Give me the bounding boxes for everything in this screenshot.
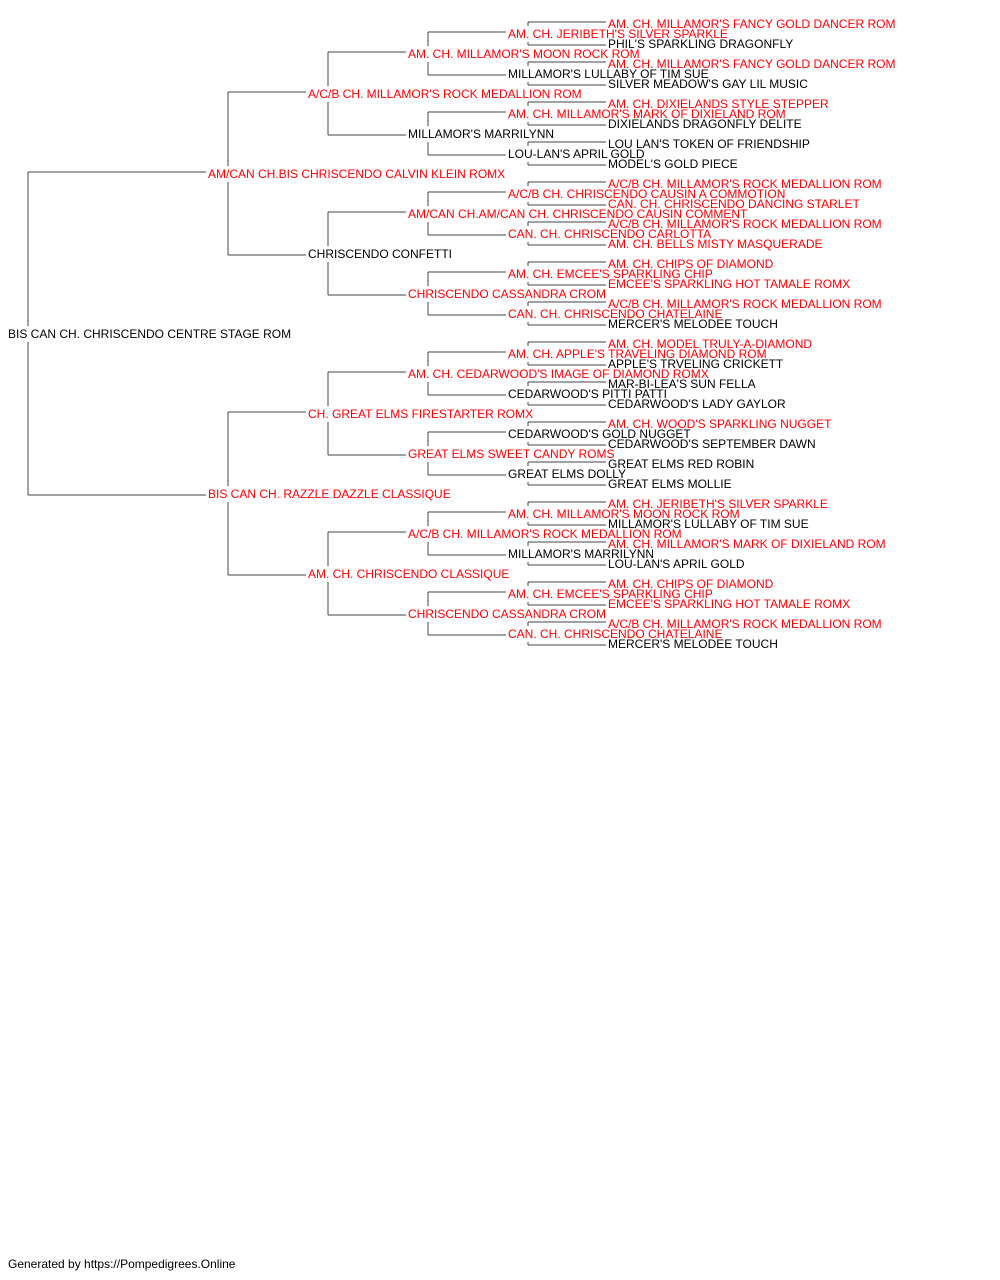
ancestor-name: A/C/B CH. CHRISCENDO CAUSIN A COMMOTION (508, 187, 785, 201)
ancestor-name: MILLAMOR'S MARRILYNN (408, 127, 554, 141)
pedigree-names: BIS CAN CH. CHRISCENDO CENTRE STAGE ROM A… (8, 17, 895, 651)
ancestor-name: CEDARWOOD'S GOLD NUGGET (508, 427, 691, 441)
ancestor-name: AM. CH. CEDARWOOD'S IMAGE OF DIAMOND ROM… (408, 367, 709, 381)
ancestor-name: A/C/B CH. MILLAMOR'S ROCK MEDALLION ROM (408, 527, 682, 541)
ancestor-name: GREAT ELMS RED ROBIN (608, 457, 754, 471)
ancestor-name: AM. CH. MILLAMOR'S MOON ROCK ROM (508, 507, 740, 521)
ancestor-name: MILLAMOR'S LULLABY OF TIM SUE (508, 67, 709, 81)
ancestor-name: BIS CAN CH. RAZZLE DAZZLE CLASSIQUE (208, 487, 451, 501)
ancestor-name: PHIL'S SPARKLING DRAGONFLY (608, 37, 793, 51)
subject-dog-name: BIS CAN CH. CHRISCENDO CENTRE STAGE ROM (8, 327, 291, 341)
ancestor-name: AM. CH. JERIBETH'S SILVER SPARKLE (608, 497, 828, 511)
ancestor-name: MODEL'S GOLD PIECE (608, 157, 738, 171)
ancestor-name: AM. CH. MILLAMOR'S FANCY GOLD DANCER ROM (608, 17, 895, 31)
ancestor-name: GREAT ELMS DOLLY (508, 467, 626, 481)
ancestor-name: AM. CH. WOOD'S SPARKLING NUGGET (608, 417, 832, 431)
ancestor-name: A/C/B CH. MILLAMOR'S ROCK MEDALLION ROM (608, 217, 882, 231)
ancestor-name: A/C/B CH. MILLAMOR'S ROCK MEDALLION ROM (608, 177, 882, 191)
ancestor-name: AM. CH. MILLAMOR'S MOON ROCK ROM (408, 47, 640, 61)
ancestor-name: GREAT ELMS SWEET CANDY ROMS (408, 447, 614, 461)
ancestor-name: LOU-LAN'S APRIL GOLD (508, 147, 645, 161)
ancestor-name: AM. CH. BELLS MISTY MASQUERADE (608, 237, 823, 251)
ancestor-name: SILVER MEADOW'S GAY LIL MUSIC (608, 77, 808, 91)
ancestor-name: AM. CH. CHIPS OF DIAMOND (608, 577, 774, 591)
ancestor-name: GREAT ELMS MOLLIE (608, 477, 732, 491)
ancestor-name: AM. CH. EMCEE'S SPARKLING CHIP (508, 267, 713, 281)
ancestor-name: AM. CH. MILLAMOR'S FANCY GOLD DANCER ROM (608, 57, 895, 71)
ancestor-name: CHRISCENDO CASSANDRA CROM (408, 287, 606, 301)
ancestor-name: CAN. CH. CHRISCENDO CHATELAINE (508, 307, 722, 321)
ancestor-name: AM. CH. MILLAMOR'S MARK OF DIXIELAND ROM (508, 107, 786, 121)
generated-by-footer: Generated by https://Pompedigrees.Online (8, 1257, 236, 1271)
ancestor-name: AM. CH. EMCEE'S SPARKLING CHIP (508, 587, 713, 601)
ancestor-name: MILLAMOR'S LULLABY OF TIM SUE (608, 517, 809, 531)
ancestor-name: LOU-LAN'S APRIL GOLD (608, 557, 745, 571)
ancestor-name: APPLE'S TRVELING CRICKETT (608, 357, 784, 371)
ancestor-name: AM/CAN CH.AM/CAN CH. CHRISCENDO CAUSIN C… (408, 207, 748, 221)
ancestor-name: CEDARWOOD'S LADY GAYLOR (608, 397, 786, 411)
ancestor-name: AM. CH. CHIPS OF DIAMOND (608, 257, 774, 271)
ancestor-name: MILLAMOR'S MARRILYNN (508, 547, 654, 561)
ancestor-name: CAN. CH. CHRISCENDO CHATELAINE (508, 627, 722, 641)
ancestor-name: CEDARWOOD'S PITTI PATTI (508, 387, 667, 401)
ancestor-name: AM. CH. MILLAMOR'S MARK OF DIXIELAND ROM (608, 537, 886, 551)
ancestor-name: AM. CH. APPLE'S TRAVELING DIAMOND ROM (508, 347, 767, 361)
ancestor-name: MAR-BI-LEA'S SUN FELLA (608, 377, 756, 391)
ancestor-name: CAN. CH. CHRISCENDO DANCING STARLET (608, 197, 860, 211)
ancestor-name: DIXIELANDS DRAGONFLY DELITE (608, 117, 802, 131)
ancestor-name: MERCER'S MELODEE TOUCH (608, 637, 778, 651)
ancestor-name: AM. CH. MODEL TRULY-A-DIAMOND (608, 337, 812, 351)
ancestor-name: A/C/B CH. MILLAMOR'S ROCK MEDALLION ROM (608, 617, 882, 631)
ancestor-name: AM/CAN CH.BIS CHRISCENDO CALVIN KLEIN RO… (208, 167, 505, 181)
ancestor-name: AM. CH. DIXIELANDS STYLE STEPPER (608, 97, 829, 111)
ancestor-name: LOU LAN'S TOKEN OF FRIENDSHIP (608, 137, 810, 151)
ancestor-name: A/C/B CH. MILLAMOR'S ROCK MEDALLION ROM (308, 87, 582, 101)
ancestor-name: CHRISCENDO CASSANDRA CROM (408, 607, 606, 621)
ancestor-name: CH. GREAT ELMS FIRESTARTER ROMX (308, 407, 533, 421)
ancestor-name: CHRISCENDO CONFETTI (308, 247, 452, 261)
ancestor-name: CEDARWOOD'S SEPTEMBER DAWN (608, 437, 816, 451)
ancestor-name: AM. CH. JERIBETH'S SILVER SPARKLE (508, 27, 728, 41)
ancestor-name: A/C/B CH. MILLAMOR'S ROCK MEDALLION ROM (608, 297, 882, 311)
ancestor-name: AM. CH. CHRISCENDO CLASSIQUE (308, 567, 509, 581)
ancestor-name: MERCER'S MELODEE TOUCH (608, 317, 778, 331)
ancestor-name: EMCEE'S SPARKLING HOT TAMALE ROMX (608, 597, 850, 611)
pedigree-connector-lines (27, 21, 606, 646)
ancestor-name: EMCEE'S SPARKLING HOT TAMALE ROMX (608, 277, 850, 291)
ancestor-name: CAN. CH. CHRISCENDO CARLOTTA (508, 227, 711, 241)
